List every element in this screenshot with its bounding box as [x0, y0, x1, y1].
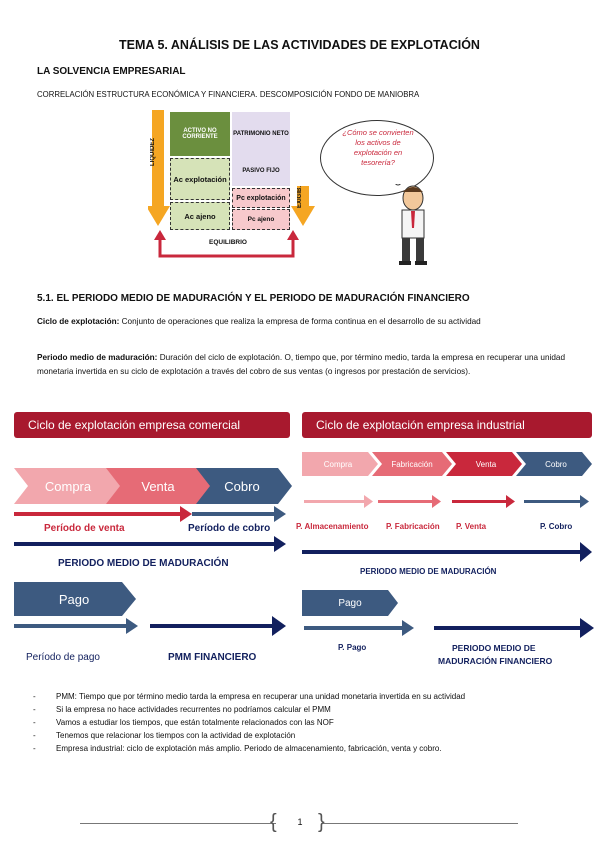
ind-fabricacion-chevron — [372, 452, 452, 476]
venta-label: Venta — [141, 478, 175, 494]
section-heading-pmm: 5.1. EL PERIODO MEDIO DE MADURACIÓN Y EL… — [37, 293, 470, 304]
periodo-cobro-bar — [192, 512, 276, 516]
venta-chevron — [106, 468, 218, 504]
patrimonio-box: PATRIMONIO NETO — [232, 112, 290, 156]
banner-industrial: Ciclo de explotación empresa industrial — [302, 412, 592, 438]
balance-diagram: LIQUIDEZ EXIGIB. ACTIVO NO CORRIENTE Ac … — [146, 108, 448, 268]
p-cobro-bar — [524, 500, 582, 503]
commercial-flow — [14, 468, 292, 552]
periodo-venta-bar — [14, 512, 182, 516]
ac-explotacion-box: Ac explotación — [170, 158, 230, 200]
p-venta-bar — [452, 500, 508, 503]
exigib-label: EXIGIB. — [297, 186, 303, 209]
ind-pmm-label: PERIODO MEDIO DE MADURACIÓN — [360, 567, 497, 576]
pago-chevron — [14, 582, 136, 616]
bullet-item: Vamos a estudiar los tiempos, que están … — [33, 716, 576, 729]
paragraph-ciclo: Ciclo de explotación: Conjunto de operac… — [37, 315, 565, 329]
banner-commercial: Ciclo de explotación empresa comercial — [14, 412, 290, 438]
commercial-financial-flow — [14, 582, 286, 636]
pc-ajeno-box: Pc ajeno — [232, 209, 290, 230]
cobro-label: Cobro — [224, 478, 260, 494]
ind-pmm-bar — [302, 550, 582, 554]
section-heading-solvencia: LA SOLVENCIA EMPRESARIAL — [37, 66, 186, 77]
periodo-pago-label: Período de pago — [26, 652, 100, 663]
ind-venta-chevron — [446, 452, 522, 476]
compra-chevron — [14, 468, 126, 504]
ind-pmm-fin-bar — [434, 626, 582, 630]
bullet-item: Tenemos que relacionar los tiempos con l… — [33, 729, 576, 742]
liquidez-label: LIQUIDEZ — [150, 138, 156, 166]
paragraph-pmm: Periodo medio de maduración: Duración de… — [37, 351, 565, 379]
footer-brace-right: } — [318, 811, 325, 833]
pc-explotacion-box: Pc explotación — [232, 188, 290, 208]
ind-compra-label: Compra — [323, 459, 353, 469]
pago-label: Pago — [58, 591, 90, 607]
bullet-item: PMM: Tiempo que por término medio tarda … — [33, 690, 576, 703]
ind-venta-label: Venta — [475, 459, 497, 469]
thought-bubble — [320, 120, 434, 196]
ind-pago-label: Pago — [338, 597, 362, 609]
ac-ajeno-box: Ac ajeno — [170, 202, 230, 230]
p-pago-label: P. Pago — [338, 643, 367, 652]
term-ciclo: Ciclo de explotación: — [37, 317, 120, 326]
activo-nc-box: ACTIVO NO CORRIENTE — [170, 112, 230, 156]
p-venta-label: P. Venta — [456, 522, 487, 531]
footer-line-right — [322, 823, 518, 824]
page-number: 1 — [297, 817, 303, 827]
p-fab-bar — [378, 500, 434, 503]
bullet-list: PMM: Tiempo que por término medio tarda … — [33, 690, 576, 755]
ind-fabricacion-label: Fabricación — [391, 459, 433, 469]
periodo-pago-bar — [14, 624, 128, 628]
pmm-fin-bar — [150, 624, 274, 628]
pasivo-fijo-box: PASIVO FIJO — [232, 156, 290, 186]
industrial-financial-flow — [302, 590, 594, 638]
footer-brace-left: { — [270, 811, 277, 833]
def-pmm: Duración del ciclo de explotación. O, ti… — [37, 353, 566, 376]
balance-arrows — [146, 110, 315, 258]
bubble-text: ¿Cómo se convierten los activos de explo… — [342, 128, 414, 167]
def-ciclo: Conjunto de operaciones que realiza la e… — [119, 317, 481, 326]
bullet-item: Si la empresa no hace actividades recurr… — [33, 703, 576, 716]
equilibrio-bracket — [158, 236, 295, 258]
p-pago-bar — [304, 626, 404, 630]
thinking-businessman-icon — [395, 184, 427, 265]
ind-compra-chevron — [302, 452, 378, 476]
cobro-chevron — [196, 468, 292, 504]
industrial-flow — [302, 452, 592, 562]
equilibrio-label: EQUILIBRIO — [209, 239, 247, 246]
ind-pmm-fin-label-2: MADURACIÓN FINANCIERO — [438, 656, 553, 666]
footer-line-left — [80, 823, 276, 824]
p-almacenamiento-label: P. Almacenamiento — [296, 522, 369, 531]
periodo-cobro-label: Período de cobro — [188, 523, 271, 534]
ind-cobro-label: Cobro — [545, 459, 567, 469]
ind-pmm-fin-label-1: PERIODO MEDIO DE — [452, 643, 536, 653]
compra-label: Compra — [44, 478, 92, 494]
pmm-label: PERIODO MEDIO DE MADURACIÓN — [58, 558, 229, 569]
ind-pago-chevron — [302, 590, 398, 616]
bullet-item: Empresa industrial: ciclo de explotación… — [33, 742, 576, 755]
ind-cobro-chevron — [516, 452, 592, 476]
page-title: TEMA 5. ANÁLISIS DE LAS ACTIVIDADES DE E… — [119, 38, 480, 52]
term-pmm: Periodo medio de maduración: — [37, 353, 158, 362]
periodo-venta-label: Período de venta — [44, 523, 125, 534]
p-fabricacion-label: P. Fabricación — [386, 522, 440, 531]
exigib-arrow — [291, 186, 315, 226]
pmm-bar — [14, 542, 276, 546]
pmm-fin-label: PMM FINANCIERO — [168, 652, 257, 663]
p-alm-bar — [304, 500, 366, 503]
section-subheading: CORRELACIÓN ESTRUCTURA ECONÓMICA Y FINAN… — [37, 90, 420, 99]
liquidez-arrow — [146, 110, 170, 226]
p-cobro-label: P. Cobro — [540, 522, 573, 531]
